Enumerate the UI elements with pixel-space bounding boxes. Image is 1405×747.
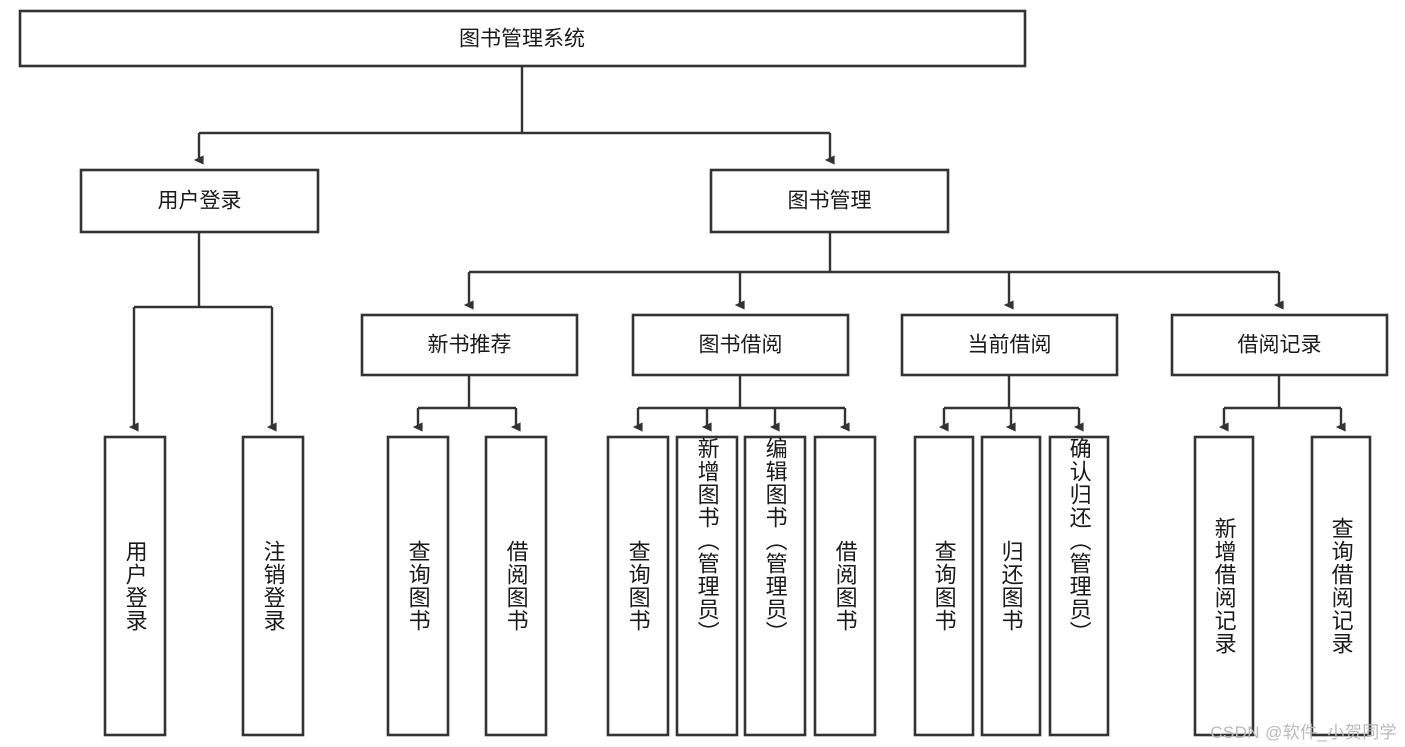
leaf-box-10[interactable] [1048, 435, 1110, 737]
node-current-borrow[interactable]: 当前借阅 [900, 313, 1119, 377]
connector-bookborrow-to-leaves [632, 375, 850, 432]
node-user-login[interactable]: 用户登录 [79, 168, 320, 234]
level3-box-0[interactable] [360, 313, 579, 377]
level3-label-3: 借阅记录 [1238, 334, 1322, 357]
leaf-box-4[interactable] [606, 435, 670, 737]
level3-label-0: 新书推荐 [428, 334, 512, 357]
leaf-box-5[interactable] [675, 435, 739, 737]
leaf-box-8[interactable] [913, 435, 975, 737]
node-borrow-records[interactable]: 借阅记录 [1170, 313, 1389, 377]
node-root[interactable]: 图书管理系统 [18, 9, 1027, 68]
connector-userlogin-to-leaves [128, 232, 277, 432]
level3-label-2: 当前借阅 [968, 334, 1052, 357]
leaf-box-3[interactable] [484, 435, 548, 737]
root-label: 图书管理系统 [459, 28, 585, 51]
leaf-box-6[interactable] [743, 435, 807, 737]
node-book-management[interactable]: 图书管理 [709, 168, 950, 234]
connector-root-to-level2 [193, 66, 835, 165]
leaf-box-11[interactable] [1193, 435, 1255, 737]
connector-bookmgmt-to-level3 [463, 232, 1284, 310]
level3-label-1: 图书借阅 [699, 334, 783, 357]
connector-newbook-to-leaves [412, 375, 521, 432]
root-box[interactable] [18, 9, 1027, 68]
node-book-borrow[interactable]: 图书借阅 [631, 313, 850, 377]
leaf-box-1[interactable] [241, 435, 305, 737]
level3-box-2[interactable] [900, 313, 1119, 377]
connector-borrowrecord-to-leaves [1218, 375, 1346, 432]
level2-label-1: 图书管理 [788, 190, 872, 213]
level2-label-0: 用户登录 [158, 190, 242, 213]
leaf-box-12[interactable] [1310, 435, 1372, 737]
connector-currentborrow-to-leaves [938, 375, 1084, 432]
level2-box-0[interactable] [79, 168, 320, 234]
leaf-box-2[interactable] [386, 435, 450, 737]
leaf-boxes[interactable] [103, 435, 1372, 737]
node-new-book-recommend[interactable]: 新书推荐 [360, 313, 579, 377]
leaf-box-0[interactable] [103, 435, 167, 737]
leaf-box-7[interactable] [813, 435, 877, 737]
leaf-box-9[interactable] [980, 435, 1042, 737]
